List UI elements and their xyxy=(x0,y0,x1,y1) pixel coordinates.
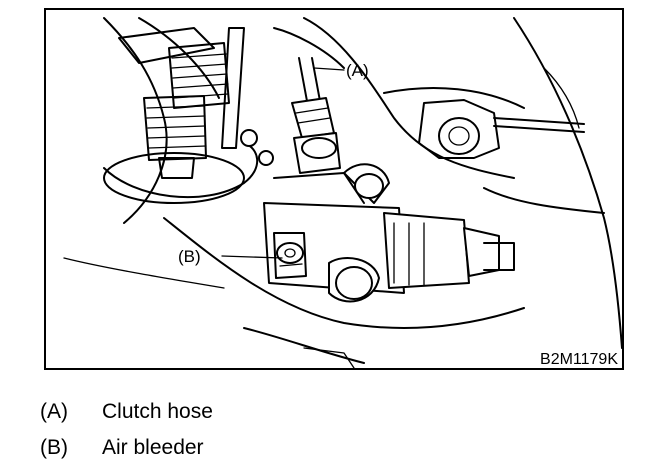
legend-key-b: (B) xyxy=(40,436,68,459)
callout-a-label: (A) xyxy=(346,61,369,80)
spring-assembly xyxy=(103,27,274,204)
legend-item-b: (B) Air bleeder xyxy=(40,436,213,472)
legend-item-a: (A) Clutch hose xyxy=(40,400,213,436)
diagram-figure: (A) (B) B2M1179K xyxy=(44,8,624,370)
legend-text-a: Clutch hose xyxy=(102,400,213,423)
legend-key-a: (A) xyxy=(40,400,68,423)
legend: (A) Clutch hose (B) Air bleeder xyxy=(40,400,213,472)
air-bleeder xyxy=(273,232,307,279)
figure-border xyxy=(44,8,624,370)
transmission-housing xyxy=(63,17,623,349)
callout-a-leader xyxy=(313,67,345,71)
clutch-hose xyxy=(291,57,341,174)
callout-b-leader xyxy=(221,255,283,259)
figure-code: B2M1179K xyxy=(540,351,618,368)
callout-b-label: (B) xyxy=(178,247,201,266)
clutch-release-cylinder-illustration: (A) (B) B2M1179K xyxy=(44,8,624,370)
legend-text-b: Air bleeder xyxy=(102,436,204,459)
